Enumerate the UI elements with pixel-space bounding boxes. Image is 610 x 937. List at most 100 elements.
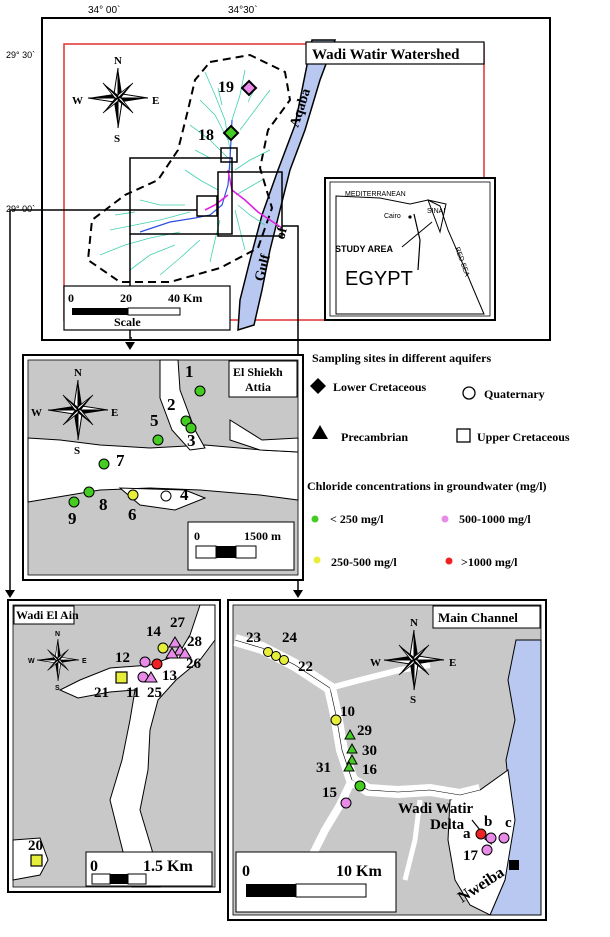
site-11-label: 11	[126, 685, 140, 701]
wadi-el-ain-scale-seg-2	[110, 874, 128, 884]
delta-label-1: Wadi Watir	[398, 801, 473, 817]
site-12-label: 12	[115, 650, 130, 666]
inset-label-sinai: SINAI	[427, 208, 445, 215]
site-7-marker	[98, 458, 110, 470]
lon-label-1: 34° 00`	[88, 4, 120, 16]
site-28-label: 28	[187, 634, 202, 650]
main-map-title: Wadi Watir Watershed	[312, 47, 460, 63]
sinai-outline	[427, 199, 447, 234]
site-13-marker	[151, 658, 163, 670]
wadi-el-ain-scale-seg-1	[91, 873, 111, 885]
nile-river	[413, 213, 421, 271]
site-8-label: 8	[99, 495, 108, 514]
inset-inner-frame	[329, 181, 491, 317]
study-area-pointer	[401, 221, 433, 248]
inset-label-cairo: Cairo	[384, 213, 401, 220]
legend-chloride-high: 500-1000 mg/l	[459, 512, 531, 526]
main-channel-scale-box	[235, 851, 397, 913]
nweiba-marker	[509, 860, 519, 870]
el-shiekh-compass-w: W	[31, 407, 42, 419]
main-channel-compass-w: W	[370, 657, 381, 669]
site-14-marker	[157, 642, 169, 654]
main-scale-bar-white	[127, 307, 181, 316]
site-19-marker	[240, 79, 258, 97]
wadi-el-ain-compass-e: E	[82, 658, 87, 665]
site-14-label: 14	[146, 624, 162, 640]
site-30-marker-a	[346, 742, 358, 754]
wadi-el-ain-compass-n: N	[55, 631, 60, 638]
main-compass-w: W	[72, 95, 83, 107]
site-3-marker	[185, 422, 197, 434]
el-shiekh-scale-seg-1	[195, 545, 217, 559]
main-channel-scale-seg-2	[295, 883, 367, 898]
site-31-marker	[343, 760, 355, 772]
site-17-label: 17	[463, 848, 479, 864]
el-shiekh-title-box	[228, 360, 298, 398]
main-channel-scale-0: 0	[242, 863, 250, 880]
arrow-head-el-shiekh	[125, 342, 135, 350]
drainage-network	[99, 69, 271, 276]
site-16-marker	[354, 780, 366, 792]
site-10-label: 10	[340, 704, 355, 720]
main-watershed-map: Wadi Watir Watershed 34° 00` 34°30` 29° …	[5, 4, 551, 598]
site-24-marker-a	[271, 651, 281, 661]
el-shiekh-scale-seg-2	[216, 546, 236, 558]
legend-chloride-low-dot	[311, 515, 319, 523]
cairo-dot	[408, 215, 412, 219]
legend-chloride-very-high-dot	[445, 557, 453, 565]
gulf-label-gulf: Gulf	[252, 253, 274, 284]
el-shiekh-scale-0: 0	[194, 529, 200, 543]
lon-label-2: 34°30`	[228, 4, 258, 16]
site-a-marker	[475, 828, 487, 840]
main-scale-title: Scale	[114, 315, 141, 329]
site-30-label: 30	[362, 743, 377, 759]
el-shiekh-attia-map: El Shiekh Attia N S E W 1 2 3 4 5 6 7 8 …	[22, 354, 304, 581]
el-shiekh-scale-1500: 1500 m	[244, 529, 281, 543]
area-box-main-channel	[217, 171, 283, 237]
site-30-marker-b	[346, 753, 358, 765]
site-a-label: a	[463, 826, 471, 842]
site-27-label: 27	[170, 615, 186, 631]
el-shiekh-compass-e: E	[111, 407, 118, 419]
site-9-label: 9	[68, 509, 77, 528]
site-6-label: 6	[128, 505, 137, 524]
site-23-marker	[263, 647, 273, 657]
el-shiekh-title-1: El Shiekh	[233, 365, 283, 379]
delta-label-2: Delta	[430, 817, 465, 833]
site-1-marker	[194, 385, 206, 397]
site-15-label: 15	[322, 785, 337, 801]
egypt-outline	[335, 195, 485, 315]
site-c-label: c	[505, 815, 512, 831]
site-21-label: 21	[94, 685, 109, 701]
site-21-marker	[115, 671, 128, 684]
site-24-marker-b	[279, 655, 289, 665]
legend-aquifer-title: Sampling sites in different aquifers	[312, 351, 491, 365]
site-9-marker	[68, 496, 80, 508]
main-compass-e: E	[152, 95, 159, 107]
gulf-of-aqaba	[237, 39, 337, 332]
site-b-marker	[485, 832, 497, 844]
wadi-watir-delta	[447, 769, 516, 916]
site-18-label: 18	[198, 127, 214, 144]
legend-chloride-low: < 250 mg/l	[330, 512, 384, 526]
lat-label-1: 29° 30`	[6, 50, 35, 60]
site-29-marker	[344, 728, 356, 740]
wadi-el-ain-channel	[58, 604, 216, 888]
wadi-el-ain-scale-1-5: 1.5 Km	[143, 858, 193, 875]
legend-chloride-high-dot	[441, 515, 449, 523]
legend-quaternary: Quaternary	[484, 387, 545, 401]
legend-upper-cretaceous: Upper Cretaceous	[477, 430, 570, 444]
main-map-title-box	[305, 41, 485, 65]
main-scale-0: 0	[68, 291, 74, 305]
site-6-marker	[127, 489, 139, 501]
el-shiekh-compass-n: N	[74, 367, 82, 379]
wadi-el-ain-compass-s: S	[55, 685, 60, 692]
legend-chloride-title: Chloride concentrations in groundwater (…	[307, 479, 547, 493]
site-1-label: 1	[185, 362, 194, 381]
el-shiekh-wadi-east	[229, 419, 299, 453]
wadi-el-ain-compass-w: W	[28, 658, 35, 665]
main-scale-40: 40 Km	[168, 291, 202, 305]
site-18-marker	[222, 124, 240, 142]
legend-upper-cretaceous-symbol	[456, 428, 471, 443]
main-channel-tributary-se	[402, 799, 423, 881]
